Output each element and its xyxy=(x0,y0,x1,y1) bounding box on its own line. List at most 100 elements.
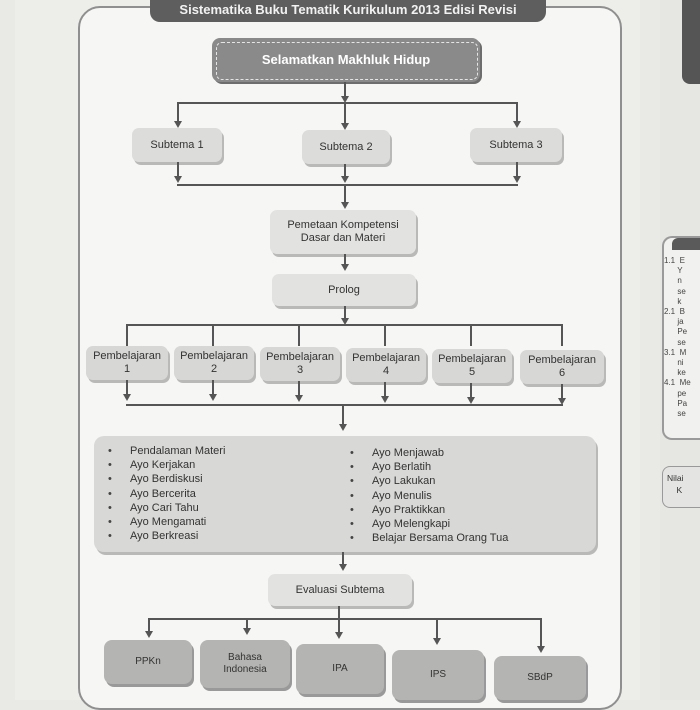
connector xyxy=(516,102,518,122)
adjacent-card-header xyxy=(672,238,700,250)
adjacent-value-text: Nilai K xyxy=(667,473,684,495)
connector xyxy=(344,82,346,98)
activity-item: Ayo Berdiskusi xyxy=(108,472,225,486)
subject-ips-box: IPS xyxy=(392,650,484,700)
activity-item: Ayo Menjawab xyxy=(350,446,508,460)
activity-item: Ayo Kerjakan xyxy=(108,458,225,472)
connector xyxy=(384,324,386,346)
activity-item: Ayo Melengkapi xyxy=(350,517,508,531)
connector xyxy=(516,162,518,178)
arrow-head xyxy=(339,424,347,431)
connector xyxy=(470,383,472,399)
lesson-3-box: Pembelajaran 3 xyxy=(260,347,340,381)
connector xyxy=(126,324,128,346)
activity-item: Ayo Bercerita xyxy=(108,487,225,501)
activities-list-right: Ayo Menjawab Ayo Berlatih Ayo Lakukan Ay… xyxy=(350,446,508,545)
connector xyxy=(344,164,346,178)
activity-item: Ayo Berkreasi xyxy=(108,529,225,543)
adjacent-value-card xyxy=(662,466,700,508)
arrow-head xyxy=(341,176,349,183)
lesson-6-box: Pembelajaran 6 xyxy=(520,350,604,384)
connector xyxy=(342,552,344,566)
arrow-head xyxy=(467,397,475,404)
connector xyxy=(126,324,563,326)
connector xyxy=(126,404,563,406)
arrow-head xyxy=(295,395,303,402)
activity-item: Ayo Cari Tahu xyxy=(108,501,225,515)
connector xyxy=(561,384,563,400)
lesson-2-box: Pembelajaran 2 xyxy=(174,346,254,380)
lesson-5-box: Pembelajaran 5 xyxy=(432,349,512,383)
subtheme-1-box: Subtema 1 xyxy=(132,128,222,162)
connector xyxy=(342,404,344,426)
connector xyxy=(177,102,179,122)
evaluation-box: Evaluasi Subtema xyxy=(268,574,412,606)
arrow-head xyxy=(341,318,349,325)
arrow-head xyxy=(433,638,441,645)
connector xyxy=(344,102,346,124)
arrow-head xyxy=(381,396,389,403)
arrow-head xyxy=(341,123,349,130)
subtheme-2-box: Subtema 2 xyxy=(302,130,390,164)
arrow-head xyxy=(174,121,182,128)
arrow-head xyxy=(537,646,545,653)
activity-item: Belajar Bersama Orang Tua xyxy=(350,531,508,545)
connector xyxy=(344,254,346,266)
activity-item: Pendalaman Materi xyxy=(108,444,225,458)
activity-item: Ayo Mengamati xyxy=(108,515,225,529)
arrow-head xyxy=(341,264,349,271)
adjacent-competency-card xyxy=(662,236,700,440)
page-title: Sistematika Buku Tematik Kurikulum 2013 … xyxy=(150,0,546,22)
arrow-head xyxy=(513,121,521,128)
theme-box: Selamatkan Makhluk Hidup xyxy=(212,38,480,82)
arrow-head xyxy=(513,176,521,183)
connector xyxy=(384,382,386,398)
activity-item: Ayo Berlatih xyxy=(350,460,508,474)
connector xyxy=(436,618,438,640)
subject-sbdp-box: SBdP xyxy=(494,656,586,700)
connector xyxy=(246,618,248,630)
competency-mapping-box: Pemetaan Kompetensi Dasar dan Materi xyxy=(270,210,416,254)
subject-bahasa-indonesia-box: Bahasa Indonesia xyxy=(200,640,290,688)
arrow-head xyxy=(558,398,566,405)
arrow-head xyxy=(243,628,251,635)
activity-item: Ayo Praktikkan xyxy=(350,503,508,517)
connector xyxy=(561,324,563,346)
arrow-head xyxy=(335,632,343,639)
arrow-head xyxy=(174,176,182,183)
connector xyxy=(338,618,340,634)
arrow-head xyxy=(341,96,349,103)
connector xyxy=(212,380,214,396)
connector xyxy=(148,618,150,632)
activity-item: Ayo Menulis xyxy=(350,489,508,503)
lesson-1-box: Pembelajaran 1 xyxy=(86,346,168,380)
subject-ipa-box: IPA xyxy=(296,644,384,694)
connector xyxy=(540,618,542,648)
adjacent-competency-text: 1.1 E Y n se k 2.1 B ja Pe se 3.1 M ni k… xyxy=(664,256,691,419)
activities-panel: Pendalaman Materi Ayo Kerjakan Ayo Berdi… xyxy=(94,436,596,552)
arrow-head xyxy=(341,202,349,209)
connector xyxy=(177,184,518,186)
connector xyxy=(177,162,179,178)
connector xyxy=(470,324,472,346)
arrow-head xyxy=(123,394,131,401)
arrow-head xyxy=(339,564,347,571)
activities-list-left: Pendalaman Materi Ayo Kerjakan Ayo Berdi… xyxy=(108,444,225,543)
connector xyxy=(212,324,214,346)
prolog-box: Prolog xyxy=(272,274,416,306)
connector xyxy=(344,306,346,320)
lesson-4-box: Pembelajaran 4 xyxy=(346,348,426,382)
connector xyxy=(298,381,300,397)
arrow-head xyxy=(209,394,217,401)
connector xyxy=(177,102,518,104)
connector xyxy=(344,184,346,204)
subject-ppkn-box: PPKn xyxy=(104,640,192,684)
adjacent-page-tab xyxy=(682,0,700,84)
activity-item: Ayo Lakukan xyxy=(350,474,508,488)
arrow-head xyxy=(145,631,153,638)
subtheme-3-box: Subtema 3 xyxy=(470,128,562,162)
connector xyxy=(126,380,128,396)
connector xyxy=(298,324,300,346)
connector xyxy=(148,618,542,620)
connector xyxy=(338,606,340,618)
